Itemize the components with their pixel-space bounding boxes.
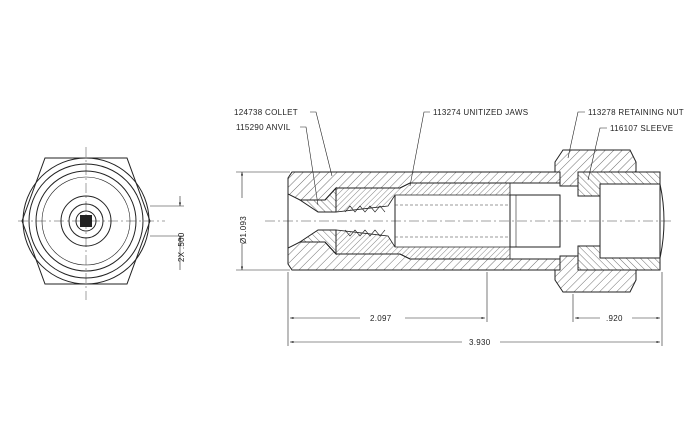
outer-circle (22, 157, 150, 285)
jaw-teeth (344, 205, 386, 237)
anvil-leader (300, 126, 319, 206)
dimensions: Ø1.093 2.097 .920 3.930 (236, 171, 663, 347)
anvil-callout: 115290 ANVIL (236, 123, 291, 132)
ring-1 (28, 163, 144, 279)
hex-outline (21, 157, 151, 285)
ring-5 (68, 203, 104, 239)
sleeve-top (577, 171, 661, 197)
collet-leader (310, 111, 333, 177)
sleeve-callout: 116107 SLEEVE (610, 124, 673, 133)
callouts: 124738 COLLET 115290 ANVIL 113274 UNITIZ… (234, 108, 684, 206)
sleeve-leader (587, 127, 607, 181)
section-view (265, 149, 672, 293)
dim-spacing-label: 2X .500 (177, 232, 186, 262)
jaw-depth-label: 2.097 (370, 314, 392, 323)
sleeve-bore (509, 194, 561, 248)
diameter-label: Ø1.093 (239, 216, 248, 244)
end-view: 2X .500 (18, 147, 186, 300)
ring-3 (41, 176, 131, 266)
sleeve-bottom (577, 245, 661, 271)
ring-4 (60, 195, 112, 247)
ring-2 (35, 170, 137, 272)
overall-length-label: 3.930 (469, 338, 491, 347)
collet-callout: 124738 COLLET (234, 108, 298, 117)
square-drive (80, 215, 92, 227)
nut-leader (567, 111, 585, 159)
bore-circle (75, 210, 97, 232)
jaws-callout: 113274 UNITIZED JAWS (433, 108, 528, 117)
nut-callout: 113278 RETAINING NUT (588, 108, 684, 117)
nut-length-label: .920 (606, 314, 623, 323)
jaws-leader (409, 111, 430, 187)
sleeve-end-curve (659, 183, 665, 259)
